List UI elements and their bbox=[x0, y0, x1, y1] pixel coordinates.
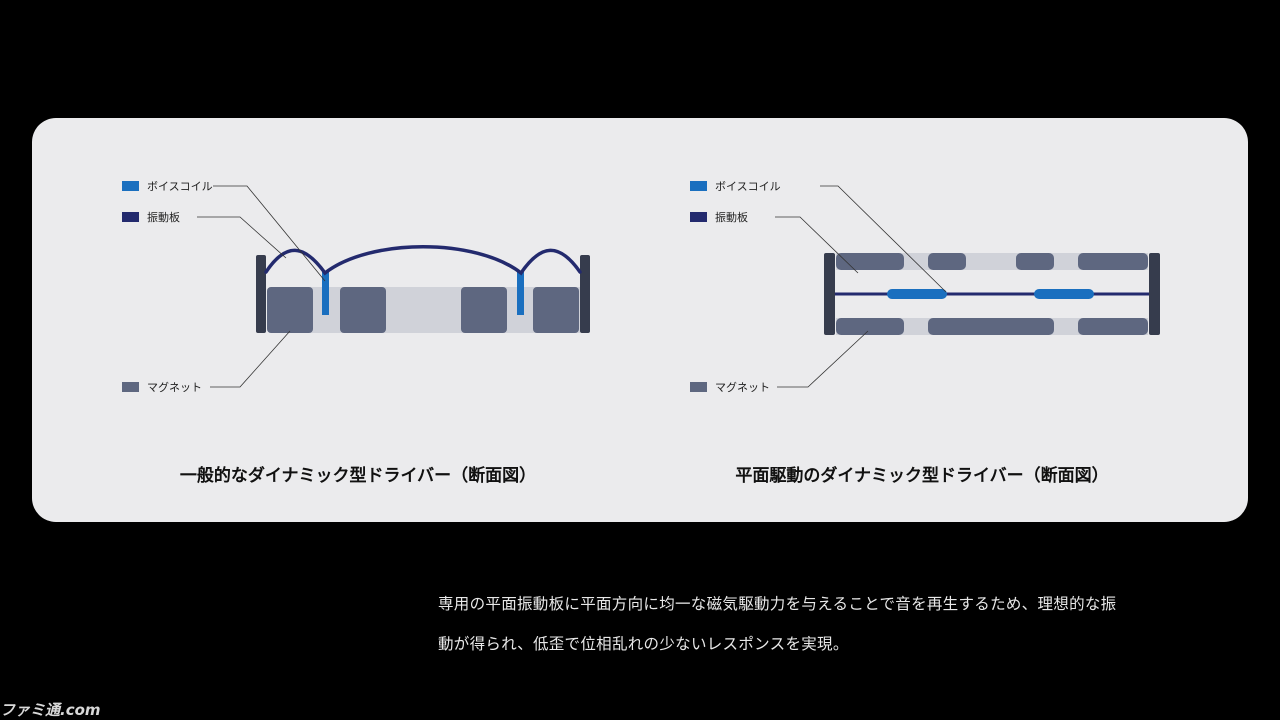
right-legend-magnet-swatch bbox=[690, 382, 707, 392]
left-voice-coil-1 bbox=[322, 272, 329, 315]
right-voice-coil-1 bbox=[887, 289, 947, 299]
right-legend-diaphragm-label: 振動板 bbox=[715, 211, 748, 224]
left-diagram-caption: 一般的なダイナミック型ドライバー（断面図） bbox=[179, 466, 537, 486]
right-leader-lines bbox=[775, 185, 947, 388]
left-diaphragm bbox=[264, 245, 582, 276]
left-legend-diaphragm-swatch bbox=[122, 212, 139, 222]
right-magnet-bottom-1 bbox=[836, 318, 904, 335]
site-watermark: ファミ通.com bbox=[0, 701, 101, 719]
left-legend-voice-coil-swatch bbox=[122, 181, 139, 191]
right-magnet-bottom-2 bbox=[928, 318, 1054, 335]
left-magnet-3 bbox=[461, 287, 507, 333]
right-magnet-top-3 bbox=[1016, 253, 1054, 270]
left-legend-magnet-swatch bbox=[122, 382, 139, 392]
description-line-1: 専用の平面振動板に平面方向に均一な磁気駆動力を与えることで音を再生するため、理想… bbox=[438, 595, 1117, 613]
conventional-driver-diagram bbox=[197, 185, 590, 388]
right-magnet-top-4 bbox=[1078, 253, 1148, 270]
right-diagram-caption: 平面駆動のダイナミック型ドライバー（断面図） bbox=[735, 466, 1109, 486]
description-line-2: 動が得られ、低歪で位相乱れの少ないレスポンスを実現。 bbox=[438, 635, 849, 653]
right-voice-coil-2 bbox=[1034, 289, 1094, 299]
description-text: 専用の平面振動板に平面方向に均一な磁気駆動力を与えることで音を再生するため、理想… bbox=[438, 584, 1248, 664]
left-frame-right bbox=[580, 255, 590, 333]
left-legend-voice-coil-label: ボイスコイル bbox=[147, 180, 213, 193]
planar-driver-diagram bbox=[775, 185, 1160, 388]
left-magnet-2 bbox=[340, 287, 386, 333]
right-legend-magnet-label: マグネット bbox=[715, 381, 770, 394]
right-magnet-bottom-3 bbox=[1078, 318, 1148, 335]
right-gap-strip-top bbox=[836, 253, 1148, 270]
right-legend-voice-coil-swatch bbox=[690, 181, 707, 191]
left-legend-magnet-label: マグネット bbox=[147, 381, 202, 394]
right-magnet-top-2 bbox=[928, 253, 966, 270]
right-magnet-top-1 bbox=[836, 253, 904, 270]
left-magnet-1 bbox=[267, 287, 313, 333]
left-voice-coil-2 bbox=[517, 272, 524, 315]
right-frame-left bbox=[824, 253, 835, 335]
left-legend-diaphragm-label: 振動板 bbox=[147, 211, 180, 224]
left-frame-left bbox=[256, 255, 266, 333]
right-legend-diaphragm-swatch bbox=[690, 212, 707, 222]
right-frame-right bbox=[1149, 253, 1160, 335]
left-magnet-4 bbox=[533, 287, 579, 333]
left-leader-lines bbox=[197, 185, 326, 388]
right-legend-voice-coil-label: ボイスコイル bbox=[715, 180, 781, 193]
